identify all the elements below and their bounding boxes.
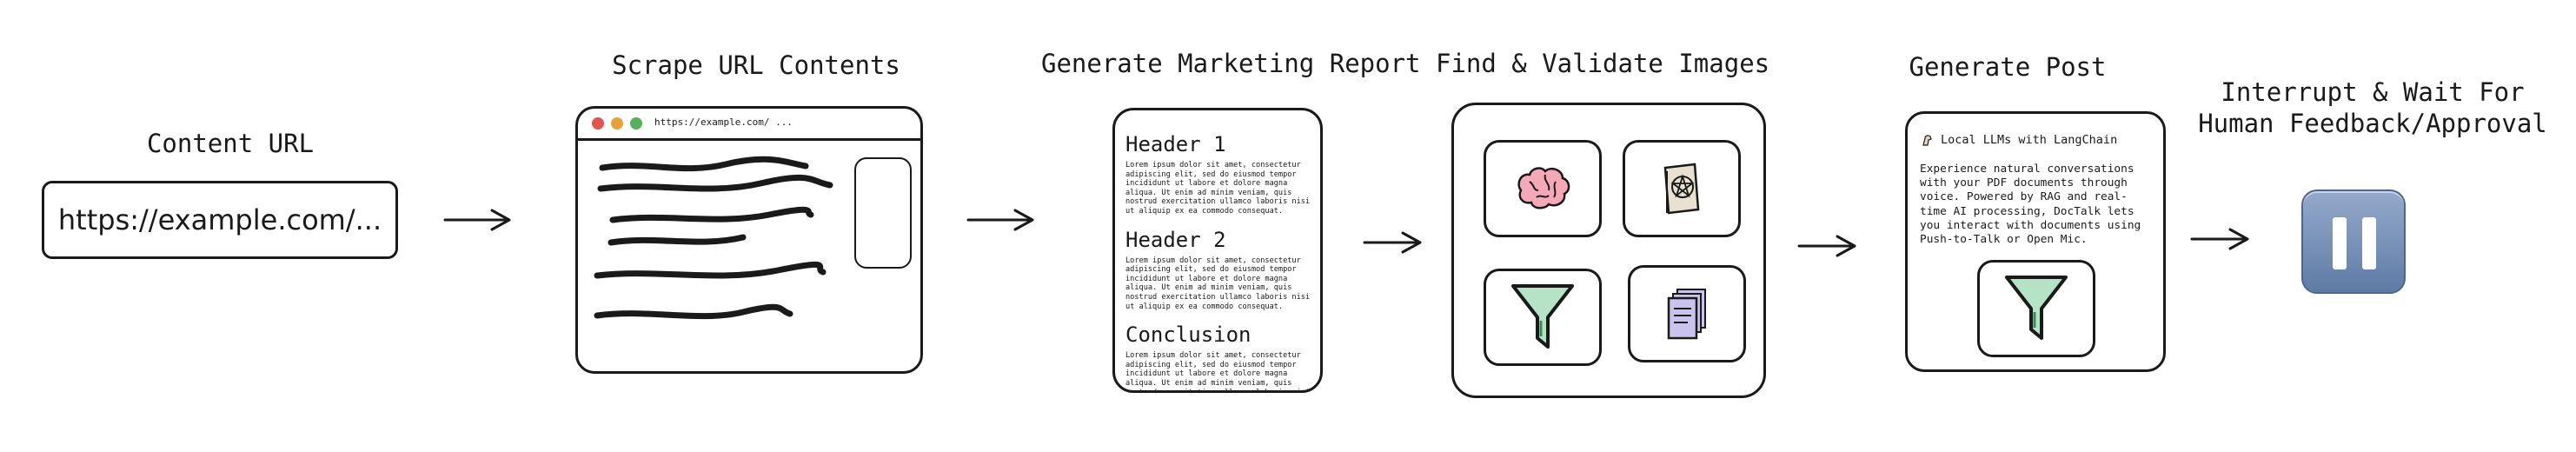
post-step-title: Generate Post <box>1909 52 2107 82</box>
report-heading-conclusion: Conclusion <box>1125 322 1251 348</box>
arrow-3 <box>1363 231 1422 254</box>
pentagram-book-icon <box>1663 163 1700 215</box>
arrow-5 <box>2190 228 2249 250</box>
brain-icon <box>1517 167 1570 209</box>
image-tile-book <box>1623 140 1741 237</box>
image-tile-documents <box>1628 265 1746 362</box>
post-image-tile <box>1977 260 2095 357</box>
minimize-dot-icon <box>611 117 623 130</box>
close-dot-icon <box>592 117 604 130</box>
images-panel <box>1451 103 1766 398</box>
report-heading-1: Header 1 <box>1125 132 1226 156</box>
browser-window: https://example.com/ ... <box>575 106 923 374</box>
url-text: https://example.com/... <box>57 203 382 236</box>
interrupt-title-line1: Interrupt & Wait For <box>2221 77 2525 107</box>
pause-icon[interactable] <box>2301 189 2406 294</box>
scribbled-text-lines <box>594 156 833 320</box>
post-body: Experience natural conversations with yo… <box>1920 163 2141 247</box>
report-title: Generate Marketing Report <box>1041 49 1421 78</box>
report-paragraph-2: Lorem ipsum dolor sit amet, consectetur … <box>1125 256 1311 311</box>
image-tile-brain <box>1484 140 1602 237</box>
arrow-1 <box>443 209 511 231</box>
pause-bar-right <box>2362 217 2376 269</box>
address-text: https://example.com/ ... <box>654 116 793 128</box>
url-box[interactable]: https://example.com/... <box>42 181 398 259</box>
arrow-4 <box>1797 235 1856 257</box>
arrow-2 <box>966 209 1034 231</box>
browser-titlebar: https://example.com/ ... <box>578 109 920 141</box>
interrupt-title-line2: Human Feedback/Approval <box>2198 109 2547 138</box>
scrape-title: Scrape URL Contents <box>612 50 900 80</box>
post-header: Local LLMs with LangChain <box>1920 133 2151 147</box>
post-card: Local LLMs with LangChain Experience nat… <box>1905 111 2166 372</box>
documents-icon <box>1667 289 1706 340</box>
post-title: Local LLMs with LangChain <box>1941 133 2118 147</box>
pause-bar-left <box>2333 217 2347 269</box>
interrupt-title: Interrupt & Wait For Human Feedback/Appr… <box>2190 76 2555 139</box>
parrot-icon <box>1922 135 1932 146</box>
report-paragraph-1: Lorem ipsum dolor sit amet, consectetur … <box>1125 161 1311 216</box>
image-tile-funnel <box>1484 269 1602 366</box>
funnel-icon <box>2005 276 2068 340</box>
content-url-title: Content URL <box>146 129 315 158</box>
sidebar-placeholder <box>854 157 912 269</box>
report-paragraph-conclusion: Lorem ipsum dolor sit amet, consectetur … <box>1125 351 1311 393</box>
report-heading-2: Header 2 <box>1125 227 1226 252</box>
funnel-icon <box>1511 284 1574 349</box>
maximize-dot-icon <box>630 117 642 130</box>
images-title: Find & Validate Images <box>1436 49 1770 78</box>
report-document: Header 1 Lorem ipsum dolor sit amet, con… <box>1112 108 1323 393</box>
